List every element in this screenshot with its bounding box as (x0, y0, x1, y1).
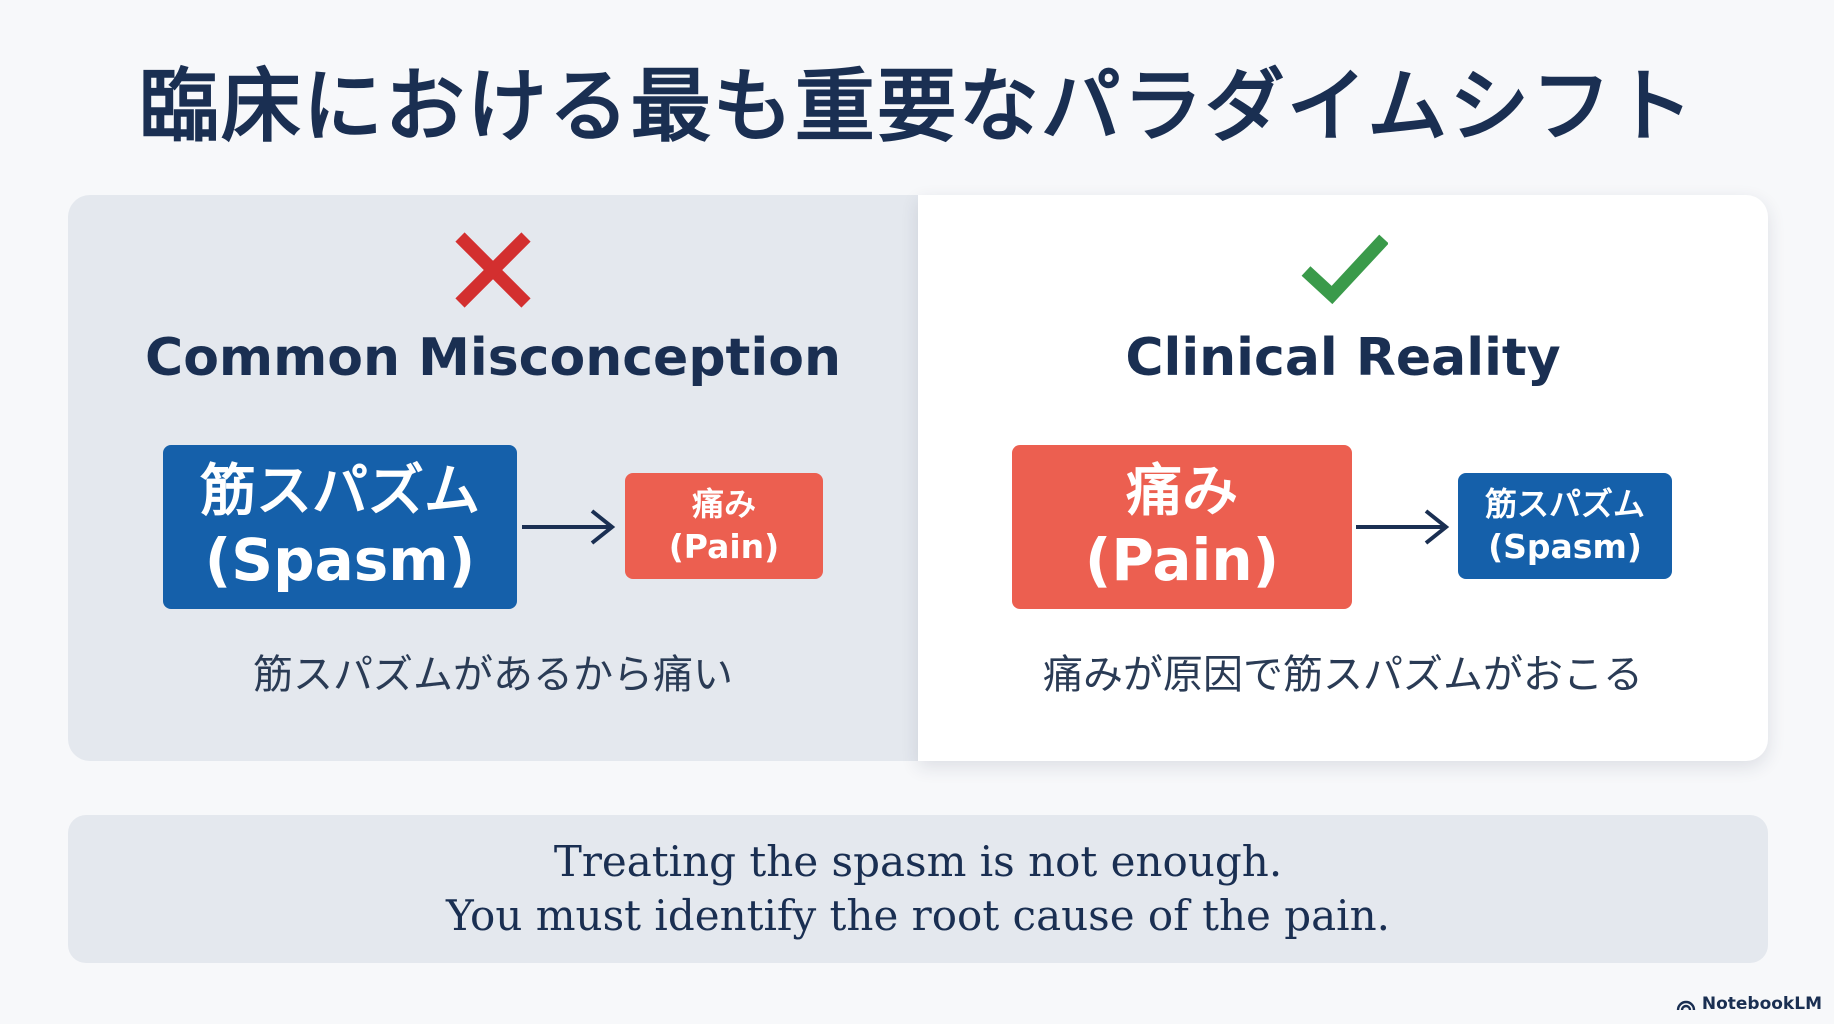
reality-caption: 痛みが原因で筋スパズムがおこる (1043, 652, 1643, 698)
page-title: 臨床における最も重要なパラダイムシフト (138, 60, 1696, 153)
misconception-effect-en: (Pain) (668, 527, 780, 566)
reality-cause-box: 痛み (Pain) (1012, 445, 1352, 609)
brand-name: NotebookLM (1701, 994, 1822, 1014)
check-icon (1301, 234, 1388, 305)
brand-watermark: NotebookLM (1676, 994, 1822, 1014)
reality-panel: Clinical Reality 痛み (Pain) 筋スパズム (Spasm)… (918, 195, 1768, 761)
cross-icon (455, 232, 531, 308)
takeaway-line-2: You must identify the root cause of the … (445, 891, 1391, 940)
notebooklm-logo-icon (1676, 1000, 1696, 1011)
reality-heading: Clinical Reality (1125, 328, 1561, 388)
misconception-cause-box: 筋スパズム (Spasm) (163, 445, 517, 609)
right-arrow-icon (1356, 509, 1450, 545)
reality-effect-box: 筋スパズム (Spasm) (1458, 473, 1672, 579)
takeaway-note: Treating the spasm is not enough. You mu… (68, 815, 1768, 963)
right-arrow-icon (522, 509, 616, 545)
reality-cause-en: (Pain) (1084, 526, 1280, 594)
reality-effect-en: (Spasm) (1488, 527, 1642, 566)
reality-effect-jp: 筋スパズム (1484, 485, 1645, 523)
misconception-effect-box: 痛み (Pain) (625, 473, 823, 579)
misconception-cause-en: (Spasm) (204, 526, 476, 594)
misconception-effect-jp: 痛み (691, 485, 756, 523)
misconception-panel: Common Misconception 筋スパズム (Spasm) 痛み (P… (68, 195, 918, 761)
misconception-cause-jp: 筋スパズム (200, 459, 480, 524)
misconception-heading: Common Misconception (145, 328, 841, 388)
reality-cause-jp: 痛み (1126, 459, 1238, 524)
misconception-caption: 筋スパズムがあるから痛い (253, 652, 733, 698)
takeaway-line-1: Treating the spasm is not enough. (553, 837, 1283, 886)
